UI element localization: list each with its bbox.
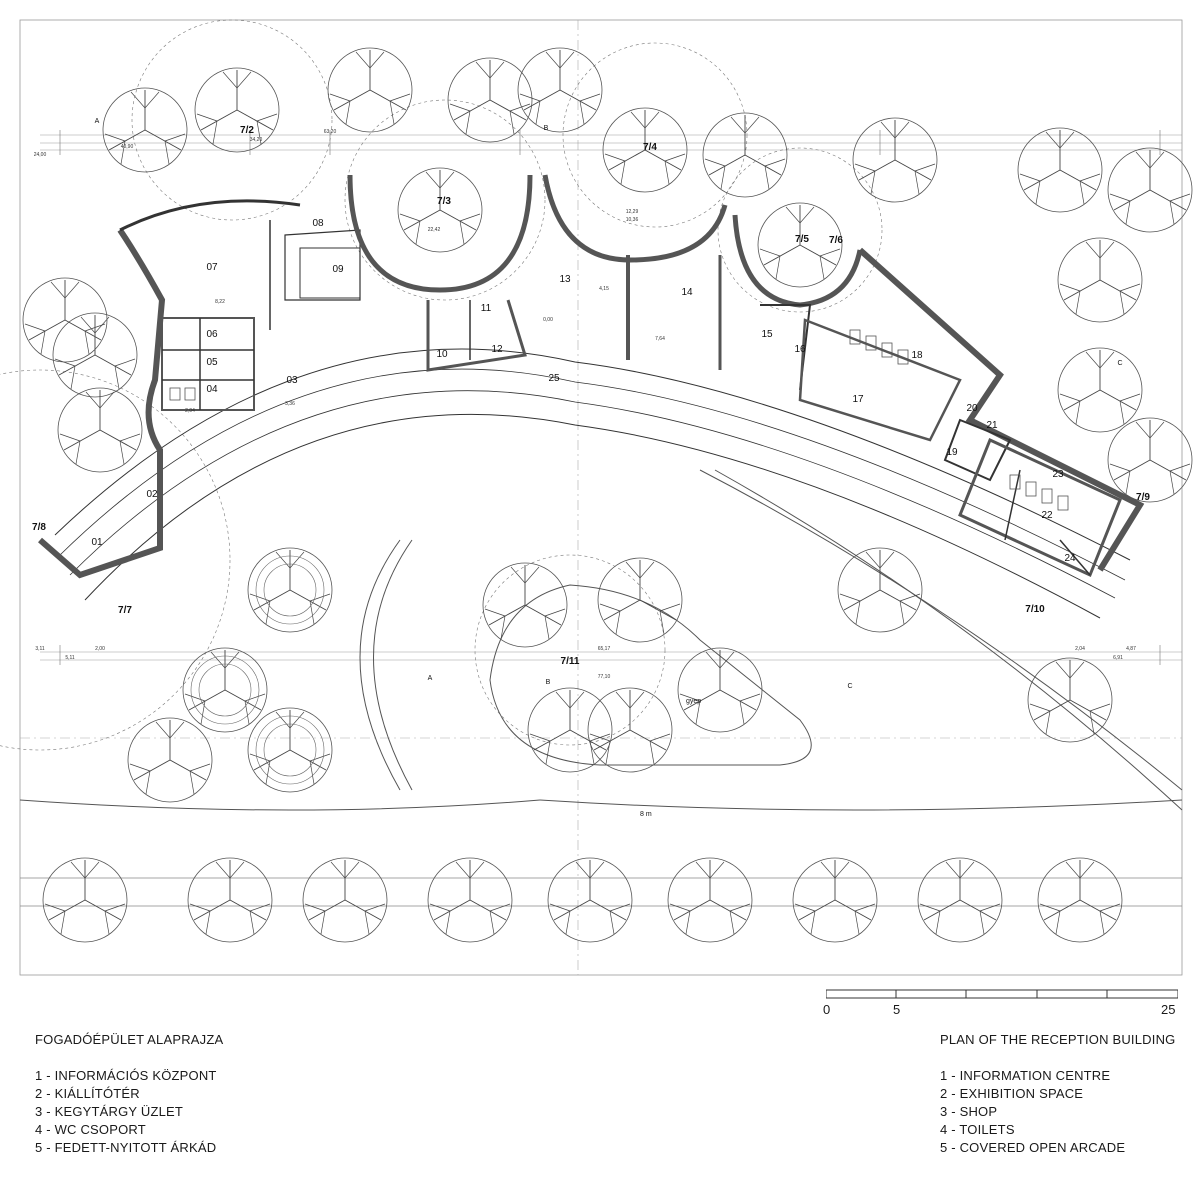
tree-mark: 7/3 (437, 196, 451, 207)
tree-mark: 7/5 (795, 234, 809, 245)
dimension-label: 6,91 (1113, 655, 1123, 661)
room-number: 02 (146, 489, 158, 500)
room-number: 21 (986, 420, 998, 431)
dimension-label: 34,20 (250, 137, 263, 143)
dimension-label: 40,90 (121, 144, 134, 150)
lawn-label: gyep (686, 698, 701, 705)
room-number: 11 (481, 303, 492, 314)
room-number: 14 (681, 287, 693, 298)
building-walls (38, 174, 1145, 619)
dimension-label: 8,22 (215, 299, 225, 305)
dimension-label: 3,36 (285, 401, 295, 407)
room-number: 13 (559, 274, 571, 285)
room-number: 09 (332, 264, 344, 275)
dimension-label: 63,20 (324, 129, 337, 135)
section-mark: A (95, 118, 100, 125)
dimension-label: 24,00 (34, 152, 47, 158)
room-number: 24 (1064, 553, 1076, 564)
drawing-frame (19, 19, 1183, 976)
legend-item: 4 - TOILETS (940, 1122, 1015, 1137)
tree-mark: 7/11 (561, 656, 580, 667)
room-number: 05 (206, 357, 218, 368)
dimension-label: 10,36 (626, 217, 639, 223)
section-marks: A B C A B C (95, 118, 1123, 690)
legend-english: PLAN OF THE RECEPTION BUILDING 1 - INFOR… (940, 1031, 1175, 1157)
room-number: 16 (794, 344, 806, 355)
legend-hungarian: FOGADÓÉPÜLET ALAPRAJZA 1 - INFORMÁCIÓS K… (35, 1031, 223, 1157)
tree-mark: 7/2 (240, 125, 254, 136)
dimension-label: 12,29 (626, 209, 639, 215)
dimension-label: 22,42 (428, 227, 441, 233)
room-number: 10 (436, 349, 448, 360)
room-number: 04 (206, 384, 218, 395)
tree-mark: 7/10 (1025, 604, 1045, 615)
tree-mark: 7/8 (32, 522, 46, 533)
room-number: 07 (206, 262, 218, 273)
legend-item: 3 - KEGYTÁRGY ÜZLET (35, 1104, 184, 1119)
legend-item: 2 - EXHIBITION SPACE (940, 1086, 1084, 1101)
room-number: 17 (852, 394, 864, 405)
dimension-label: 0,00 (543, 317, 553, 323)
dimension-label: 4,15 (599, 286, 609, 292)
dimension-label: 3,11 (35, 646, 45, 652)
room-number: 01 (91, 537, 103, 548)
tree-mark: 7/7 (118, 605, 132, 616)
section-mark: B (544, 125, 549, 132)
dimension-label: 2,00 (95, 646, 105, 652)
tree-canopies (0, 19, 883, 751)
scale-tick-label: 25 (1161, 1002, 1176, 1017)
legend-title: FOGADÓÉPÜLET ALAPRAJZA (35, 1032, 224, 1047)
dimension-label: 4,87 (1126, 646, 1136, 652)
legend-item: 4 - WC CSOPORT (35, 1122, 146, 1137)
scale-bar (826, 989, 1178, 999)
tree-mark: 7/6 (829, 235, 843, 246)
room-number: 23 (1052, 469, 1064, 480)
road-curves (19, 469, 1183, 811)
legend-item: 3 - SHOP (940, 1104, 998, 1119)
room-number: 19 (946, 447, 958, 458)
dimension-label: 77,10 (598, 674, 611, 680)
scale-tick-label: 5 (893, 1002, 901, 1017)
room-numbers: 01 02 03 04 05 06 07 08 09 10 11 12 13 1… (91, 218, 1076, 564)
dimension-ticks (59, 130, 1161, 665)
section-mark: A (428, 675, 433, 682)
room-number: 08 (312, 218, 324, 229)
dimension-label: 5,11 (65, 655, 75, 661)
toilet-fixtures (169, 329, 1069, 511)
section-mark: B (546, 679, 551, 686)
room-number: 20 (966, 403, 978, 414)
room-number: 25 (548, 373, 560, 384)
room-number: 03 (286, 375, 298, 386)
dimension-label: 2,04 (185, 408, 195, 414)
tree-marks: 7/2 7/3 7/4 7/5 7/6 7/7 7/8 7/9 7/10 7/1… (32, 125, 1150, 667)
legend-item: 1 - INFORMÁCIÓS KÖZPONT (35, 1068, 217, 1083)
room-number: 15 (761, 329, 773, 340)
tree-mark: 7/4 (643, 142, 657, 153)
dimension-label: 7,64 (655, 336, 665, 342)
room-number: 12 (491, 344, 503, 355)
dimension-label: 65,17 (598, 646, 611, 652)
legend-item: 2 - KIÁLLÍTÓTÉR (35, 1086, 140, 1101)
legend-item: 5 - FEDETT-NYITOTT ÁRKÁD (35, 1140, 217, 1155)
room-number: 18 (911, 350, 923, 361)
room-number: 22 (1041, 510, 1053, 521)
dimension-label: 2,04 (1075, 646, 1085, 652)
section-mark: C (847, 683, 852, 690)
tree-mark: 7/9 (1136, 492, 1150, 503)
legend-item: 1 - INFORMATION CENTRE (940, 1068, 1111, 1083)
distance-label: 8 m (640, 811, 652, 818)
floor-plan-drawing: 01 02 03 04 05 06 07 08 09 10 11 12 13 1… (0, 19, 1193, 976)
section-mark: C (1117, 360, 1122, 367)
scale-tick-label: 0 (823, 1002, 831, 1017)
legend-title: PLAN OF THE RECEPTION BUILDING (940, 1032, 1176, 1047)
dimension-numbers: 24,00 63,20 34,20 40,90 65,17 77,10 3,11… (34, 129, 1136, 680)
legend-item: 5 - COVERED OPEN ARCADE (940, 1140, 1126, 1155)
plan-labels: gyep 8 m (640, 698, 701, 818)
room-number: 06 (206, 329, 218, 340)
